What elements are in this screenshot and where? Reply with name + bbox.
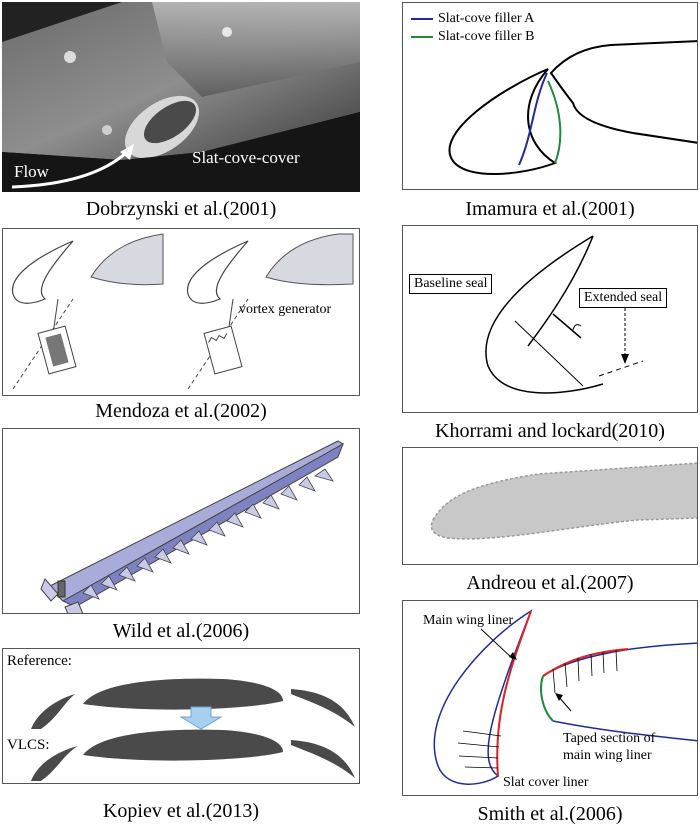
caption-wild: Wild et al.(2006) xyxy=(112,620,250,642)
baseline-seal-label: Baseline seal xyxy=(409,274,493,294)
vortex-generator-label: vortex generator xyxy=(239,302,332,317)
down-arrow-icon xyxy=(179,706,223,730)
caption-dobrzynski: Dobrzynski et al.(2001) xyxy=(85,198,277,220)
caption-kopiev: Kopiev et al.(2013) xyxy=(102,800,260,822)
flow-label: Flow xyxy=(14,162,49,181)
diagram-panel-wild xyxy=(2,428,360,614)
wild-slat-3d-diagram xyxy=(40,440,344,613)
diagram-panel-smith: Main wing liner Taped section of main wi… xyxy=(402,600,698,796)
mendoza-diagram xyxy=(12,233,354,390)
vlcs-label: VLCS: xyxy=(7,737,50,753)
caption-mendoza: Mendoza et al.(2002) xyxy=(95,400,267,422)
taped-section-label-2: main wing liner xyxy=(563,748,652,763)
legend-item-b: Slat-cove filler B xyxy=(411,29,534,45)
caption-smith: Smith et al.(2006) xyxy=(477,803,623,825)
filler-b-curve xyxy=(547,80,562,164)
photo-panel-dobrzynski: Flow Slat-cove-cover xyxy=(2,2,360,192)
caption-imamura: Imamura et al.(2001) xyxy=(465,198,635,220)
slat-cove-filler-diagram xyxy=(448,40,697,176)
diagram-panel-kopiev: Reference: VLCS: xyxy=(2,648,360,784)
wing-photo xyxy=(2,2,360,192)
diagram-panel-mendoza: vortex generator xyxy=(2,228,360,396)
legend-item-a: Slat-cove filler A xyxy=(411,11,534,27)
main-wing-liner-label: Main wing liner xyxy=(423,613,514,628)
filler-a-curve xyxy=(518,72,548,166)
khorrami-seal-diagram xyxy=(485,235,644,394)
andreou-slat-diagram xyxy=(430,462,697,540)
slat-liner-ribs xyxy=(457,730,502,769)
taped-section-label-1: Taped section of xyxy=(563,731,656,746)
diagram-panel-imamura: Slat-cove filler A Slat-cove filler B xyxy=(402,2,698,190)
diagram-panel-khorrami: Baseline seal Extended seal xyxy=(402,225,698,413)
legend-label-b: Slat-cove filler B xyxy=(438,29,535,44)
caption-khorrami: Khorrami and lockard(2010) xyxy=(435,420,665,442)
slat-cover-liner-label: Slat cover liner xyxy=(503,775,589,790)
extended-seal-label: Extended seal xyxy=(579,288,668,308)
legend-swatch-a xyxy=(411,17,433,20)
slat-cove-cover-label: Slat-cove-cover xyxy=(192,148,300,167)
legend-swatch-b xyxy=(411,35,433,38)
diagram-panel-andreou xyxy=(402,447,698,565)
teeth-group xyxy=(82,468,334,600)
smith-liner-diagram xyxy=(433,609,697,785)
kopiev-profile-diagram xyxy=(31,678,355,781)
caption-andreou: Andreou et al.(2007) xyxy=(466,572,634,594)
legend-label-a: Slat-cove filler A xyxy=(438,11,535,26)
reference-label: Reference: xyxy=(7,653,72,669)
liner-ribs xyxy=(552,649,618,694)
